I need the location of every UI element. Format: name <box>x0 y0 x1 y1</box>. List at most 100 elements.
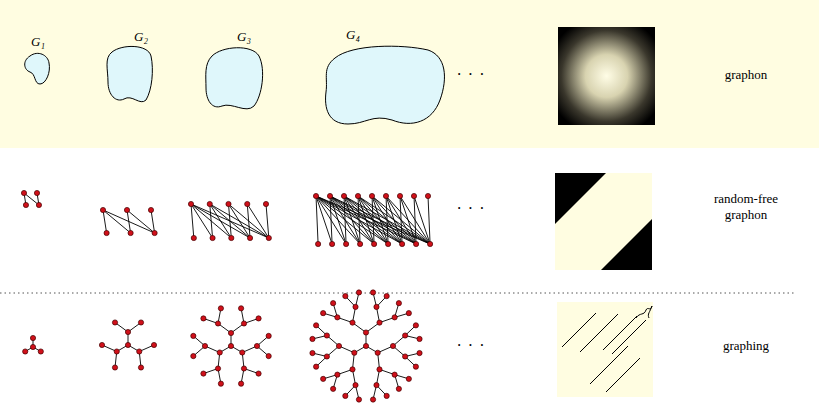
graph-label: G₃ <box>237 29 251 45</box>
vertex <box>384 393 389 398</box>
vertex <box>343 393 348 398</box>
graph-edge <box>191 204 269 238</box>
vertex <box>310 350 315 355</box>
graph-edge <box>358 196 388 244</box>
vertex <box>392 372 397 377</box>
vertex <box>413 323 418 328</box>
vertex <box>369 193 374 198</box>
graph-edge <box>372 196 416 244</box>
vertex <box>114 349 119 354</box>
vertex <box>188 201 193 206</box>
vertex <box>112 365 117 370</box>
graph-edge <box>414 196 430 244</box>
vertex <box>241 366 246 371</box>
graph-edge <box>191 204 231 238</box>
vertex <box>125 342 130 347</box>
graph-edge <box>316 196 402 244</box>
graph-edge <box>428 196 430 244</box>
vertex <box>413 364 418 369</box>
row-label: graphing <box>723 338 769 354</box>
graph-edge <box>386 196 430 244</box>
vertex <box>370 290 375 295</box>
vertex <box>201 316 206 321</box>
vertex <box>228 330 233 335</box>
graph-edge <box>210 204 213 238</box>
vertex <box>335 372 340 377</box>
vertex <box>350 367 355 372</box>
graph-edge <box>344 196 346 244</box>
vertex <box>99 342 104 347</box>
graph-edge <box>103 210 107 233</box>
half-graph <box>313 193 432 246</box>
vertex <box>191 333 196 338</box>
graph-label: G₄ <box>346 27 360 43</box>
graph-edge <box>386 196 402 244</box>
vertex <box>229 235 234 240</box>
band <box>0 0 819 148</box>
vertex <box>353 304 358 309</box>
tree <box>191 306 272 387</box>
vertex <box>397 193 402 198</box>
vertex <box>241 321 246 326</box>
vertex <box>202 343 207 348</box>
graph-edge <box>414 196 416 244</box>
graph-edge <box>400 196 402 244</box>
graphing-square <box>557 302 653 397</box>
vertex <box>428 241 433 246</box>
half-graph <box>21 190 41 207</box>
vertex <box>314 323 319 328</box>
vertex <box>191 353 196 358</box>
vertex <box>417 336 422 341</box>
graph-edge <box>372 196 374 244</box>
vertex <box>324 333 329 338</box>
vertex <box>21 190 26 195</box>
vertex <box>247 235 252 240</box>
vertex <box>335 315 340 320</box>
vertex <box>417 350 422 355</box>
vertex <box>330 241 335 246</box>
vertex <box>38 349 43 354</box>
graph-edge <box>372 196 430 244</box>
vertex <box>377 367 382 372</box>
vertex <box>201 371 206 376</box>
vertex <box>210 235 215 240</box>
ellipsis: · · · <box>457 199 486 219</box>
vertex <box>148 207 153 212</box>
vertex <box>217 350 222 355</box>
graph-edge <box>372 196 402 244</box>
graph-edge <box>127 210 131 233</box>
vertex <box>215 321 220 326</box>
graph-edge <box>210 204 269 238</box>
vertex <box>245 201 250 206</box>
vertex <box>353 383 358 388</box>
vertex <box>384 294 389 299</box>
vertex <box>256 371 261 376</box>
tree <box>99 320 156 370</box>
vertex <box>256 316 261 321</box>
vertex <box>377 320 382 325</box>
vertex <box>215 366 220 371</box>
graph-label: G₂ <box>134 29 148 45</box>
vertex <box>374 383 379 388</box>
vertex <box>383 193 388 198</box>
vertex <box>138 365 143 370</box>
vertex <box>374 304 379 309</box>
vertex <box>403 354 408 359</box>
vertex <box>396 301 401 306</box>
vertex <box>355 193 360 198</box>
vertex <box>414 241 419 246</box>
vertex <box>341 193 346 198</box>
graph-edge <box>400 196 416 244</box>
vertex <box>226 201 231 206</box>
vertex <box>125 329 130 334</box>
graph-edge <box>103 210 155 233</box>
graph-edge <box>191 204 250 238</box>
vertex <box>36 202 41 207</box>
vertex <box>331 301 336 306</box>
vertex <box>370 397 375 402</box>
vertex <box>425 193 430 198</box>
graph-edge <box>316 196 430 244</box>
graph-edge <box>344 196 430 244</box>
vertex <box>34 190 39 195</box>
vertex <box>406 376 411 381</box>
